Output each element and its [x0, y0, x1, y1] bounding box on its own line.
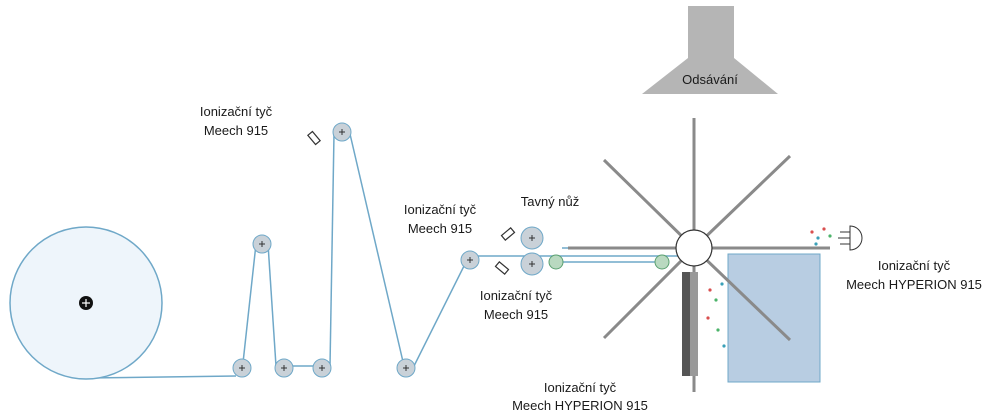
ionizer-bar-icon — [306, 130, 322, 146]
collection-bin — [727, 253, 821, 383]
star-wheel — [568, 118, 830, 392]
label-bar-top: Ionizační tyč Meech 915 — [200, 104, 273, 138]
web-path — [85, 133, 690, 379]
roller-7 — [460, 250, 480, 270]
supply-roll — [9, 226, 163, 380]
svg-text:Meech 915: Meech 915 — [204, 123, 268, 138]
roller-3 — [274, 358, 294, 378]
label-hyperion-right: Ionizační tyč Meech HYPERION 915 — [846, 258, 982, 292]
ionizer-bar-icon — [500, 226, 516, 242]
svg-text:Ionizační tyč: Ionizační tyč — [480, 288, 553, 303]
label-knife: Tavný nůž — [521, 194, 580, 209]
exhaust-hood: Odsávání — [642, 6, 778, 94]
star-wheel-hub — [675, 229, 713, 267]
label-bar-mid: Ionizační tyč Meech 915 — [404, 202, 477, 236]
svg-text:Ionizační tyč: Ionizační tyč — [878, 258, 951, 273]
svg-text:Meech 915: Meech 915 — [408, 221, 472, 236]
hyperion-ionizer-icon — [682, 272, 698, 376]
svg-text:Meech HYPERION 915: Meech HYPERION 915 — [846, 277, 982, 292]
svg-text:Meech HYPERION 915: Meech HYPERION 915 — [512, 398, 648, 413]
ion-cloud-bottom — [706, 282, 726, 348]
roller-5 — [332, 122, 352, 142]
exhaust-label: Odsávání — [682, 72, 738, 87]
svg-text:Ionizační tyč: Ionizační tyč — [200, 104, 273, 119]
roller-4 — [312, 358, 332, 378]
roller-1 — [232, 358, 252, 378]
svg-text:Tavný nůž: Tavný nůž — [521, 194, 580, 209]
ionizer-bar-icon — [494, 260, 510, 276]
roller-2 — [252, 234, 272, 254]
svg-text:Ionizační tyč: Ionizační tyč — [544, 380, 617, 395]
svg-text:Meech 915: Meech 915 — [484, 307, 548, 322]
roller-6 — [396, 358, 416, 378]
svg-text:Ionizační tyč: Ionizační tyč — [404, 202, 477, 217]
green-roller-right — [654, 254, 670, 270]
knife-roller-top — [520, 226, 544, 250]
green-roller-left — [548, 254, 564, 270]
guide-rollers — [232, 122, 670, 378]
ion-cloud-right — [810, 227, 832, 246]
label-bar-low: Ionizační tyč Meech 915 — [480, 288, 553, 322]
label-hyperion-bottom: Ionizační tyč Meech HYPERION 915 — [512, 380, 648, 413]
knife-roller-bottom — [520, 252, 544, 276]
hyperion-ionizer-icon — [838, 225, 863, 251]
